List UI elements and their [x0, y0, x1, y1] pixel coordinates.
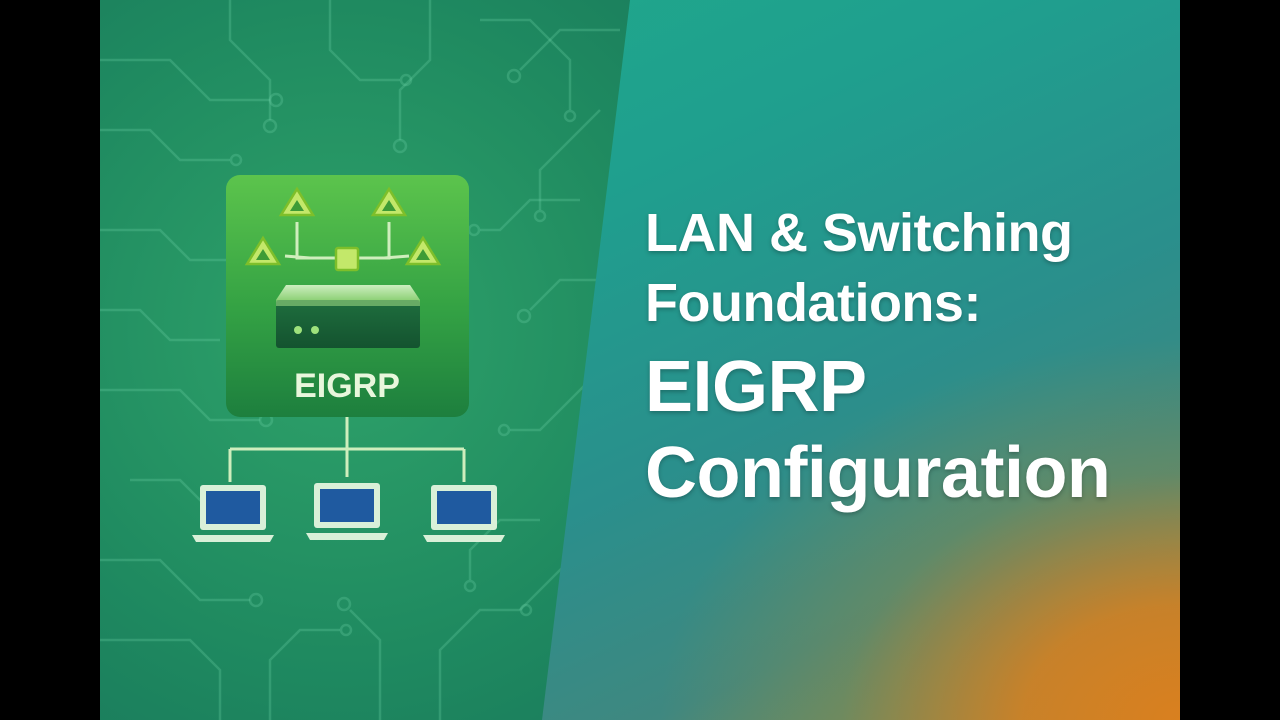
router-icon — [276, 285, 420, 348]
title-line-4: Configuration — [645, 433, 1111, 513]
title-line-2: Foundations: — [645, 273, 981, 333]
thumbnail-canvas: EIGRP — [100, 0, 1180, 720]
title-line-3: EIGRP — [645, 347, 867, 427]
laptop-icon — [423, 485, 505, 542]
badge-label: EIGRP — [294, 367, 400, 405]
laptop-icon — [192, 485, 274, 542]
eigrp-badge-icon: EIGRP — [226, 175, 469, 417]
network-topology-icon — [244, 186, 442, 272]
laptop-icon — [306, 483, 388, 540]
eigrp-illustration: EIGRP — [192, 175, 505, 542]
title-line-1: LAN & Switching — [645, 203, 1073, 263]
video-title: LAN & Switching Foundations: EIGRP Confi… — [645, 198, 1165, 516]
circuit-pattern — [100, 0, 620, 720]
topology-connectors — [228, 417, 466, 482]
